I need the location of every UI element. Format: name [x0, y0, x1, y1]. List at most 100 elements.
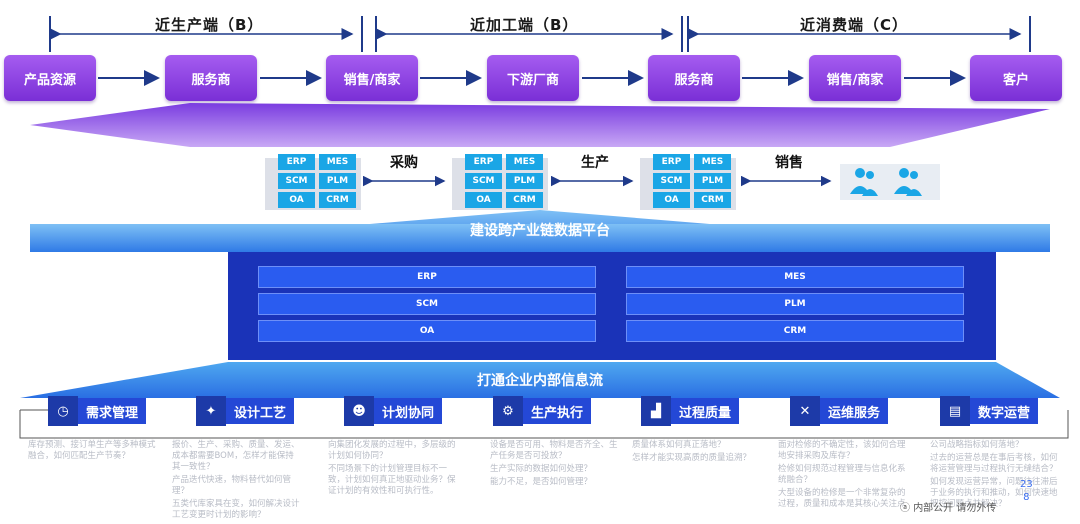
description-line: 向集团化发展的过程中，多层级的计划如何协同？ — [328, 440, 456, 461]
description-line: 公司战略指标如何落地？ — [930, 440, 1024, 450]
people-icon — [850, 168, 922, 196]
platform-cell-erp: ERP — [258, 266, 596, 288]
system-cell: PLM — [319, 173, 356, 189]
platform-cell-oa: OA — [258, 320, 596, 342]
platform-cell-crm: CRM — [626, 320, 964, 342]
system-cell: CRM — [694, 192, 731, 208]
description-line: 能力不足，是否如何管理？ — [490, 477, 593, 487]
chain-node-service-provider-2: 服务商 — [648, 55, 740, 101]
system-cell: MES — [694, 154, 731, 170]
machine-icon: ⚙ — [493, 396, 523, 426]
description-line: 怎样才能实现高质的质量追溯？ — [632, 453, 752, 463]
description-line: 检修如何规范过程管理与信息化系统融合？ — [778, 464, 906, 485]
description-line: 如何发现运营异常，问题往往滞后于业务的执行和推动，如何快速地把控问题点并解决？ — [930, 477, 1058, 509]
description-line: 报价、生产、采购、质量、发运、成本都需要BOM，怎样才能保持其一致性？ — [172, 440, 300, 472]
module-plan-coordination: ☻ 计划协同 — [344, 396, 443, 426]
system-cell: SCM — [653, 173, 690, 189]
module-label: 过程质量 — [671, 398, 740, 424]
system-cell: PLM — [694, 173, 731, 189]
flow-label-sales: 销售 — [775, 155, 803, 171]
chain-node-downstream-manufacturer: 下游厂商 — [487, 55, 579, 101]
internal-title: 打通企业内部信息流 — [477, 373, 603, 389]
page-number: 23 8 — [1020, 479, 1033, 503]
system-cell: MES — [506, 154, 543, 170]
flow-arrows — [363, 175, 832, 187]
system-cell: ERP — [653, 154, 690, 170]
customers-group — [840, 164, 940, 200]
description-line: 过去的运营总是在事后考核，如何将运营管理与过程执行无缝结合？ — [930, 453, 1058, 474]
description-line: 五类代库家具在变，如何解决设计工艺变更时计划的影响？ — [172, 499, 300, 520]
systems-card-2: ERP MES SCM PLM OA CRM — [452, 154, 548, 210]
description-execution: 设备是否可用、物料是否齐全、生产任务是否可投放？ 生产实际的数据如何处理？ 能力… — [490, 440, 618, 490]
segment-bracket-lines — [49, 16, 1031, 52]
watermark-text: 内部公开 请勿外传 — [913, 503, 997, 514]
systems-card-3: ERP MES SCM PLM OA CRM — [640, 154, 736, 210]
description-design: 报价、生产、采购、质量、发运、成本都需要BOM，怎样才能保持其一致性？ 产品迭代… — [172, 440, 300, 523]
chain-node-sales-merchant-2: 销售/商家 — [809, 55, 901, 101]
module-connector — [19, 409, 1069, 439]
factory-icon: ▟ — [641, 396, 671, 426]
description-ops: 面对检修的不确定性，该如何合理地安排采购及库存？ 检修如何规范过程管理与信息化系… — [778, 440, 906, 512]
chain-node-product-resource: 产品资源 — [4, 55, 96, 101]
clock-icon: ◷ — [48, 396, 78, 426]
system-cell: ERP — [465, 154, 502, 170]
system-cell: CRM — [319, 192, 356, 208]
description-plan: 向集团化发展的过程中，多层级的计划如何协同？ 不同场景下的计划管理目标不一致，计… — [328, 440, 456, 499]
chain-node-service-provider: 服务商 — [165, 55, 257, 101]
chain-node-sales-merchant: 销售/商家 — [326, 55, 418, 101]
module-label: 计划协同 — [374, 398, 443, 424]
description-line: 大型设备的检修是一个非常复杂的过程，质量和成本是其核心关注点 — [778, 488, 906, 509]
flow-label-production: 生产 — [581, 155, 609, 171]
flow-label-procurement: 采购 — [390, 155, 418, 171]
description-line: 产品迭代快速，物料替代如何管理？ — [172, 475, 292, 496]
register-icon: ▤ — [940, 396, 970, 426]
system-cell: OA — [653, 192, 690, 208]
segment-label-consumer: 近消费端（C） — [800, 16, 909, 34]
module-production-execution: ⚙ 生产执行 — [493, 396, 592, 426]
platform-cell-scm: SCM — [258, 293, 596, 315]
description-demand: 库存预测、接订单生产等多种模式融合，如何匹配生产节奏？ — [28, 440, 156, 464]
module-demand-management: ◷ 需求管理 — [48, 396, 147, 426]
platform-band — [30, 210, 1050, 252]
module-design-process: ✦ 设计工艺 — [196, 396, 295, 426]
module-label: 数字运营 — [970, 398, 1039, 424]
chain-arrows — [98, 70, 966, 86]
system-cell: ERP — [278, 154, 315, 170]
description-line: 面对检修的不确定性，该如何合理地安排采购及库存？ — [778, 440, 906, 461]
segment-label-processing: 近加工端（B） — [470, 16, 579, 34]
description-line: 不同场景下的计划管理目标不一致，计划如何真正地驱动业务？保证计划的有效性和可执行… — [328, 464, 456, 496]
systems-card-1: ERP MES SCM PLM OA CRM — [265, 154, 361, 210]
module-label: 需求管理 — [78, 398, 147, 424]
description-quality: 质量体系如何真正落地？ 怎样才能实现高质的质量追溯？ — [632, 440, 760, 466]
data-platform: ERP MES SCM PLM OA CRM — [228, 252, 996, 360]
tools-icon: ✕ — [790, 396, 820, 426]
platform-cell-mes: MES — [626, 266, 964, 288]
module-ops-service: ✕ 运维服务 — [790, 396, 889, 426]
module-label: 生产执行 — [523, 398, 592, 424]
module-label: 运维服务 — [820, 398, 889, 424]
system-cell: CRM — [506, 192, 543, 208]
platform-cell-plm: PLM — [626, 293, 964, 315]
funnel-wedge — [30, 103, 1050, 147]
module-digital-operations: ▤ 数字运营 — [940, 396, 1039, 426]
watermark: ⓐ 内部公开 请勿外传 — [900, 499, 996, 514]
description-line: 生产实际的数据如何处理？ — [490, 464, 593, 474]
description-line: 设备是否可用、物料是否齐全、生产任务是否可投放？ — [490, 440, 618, 461]
system-cell: OA — [465, 192, 502, 208]
system-cell: SCM — [278, 173, 315, 189]
module-label: 设计工艺 — [226, 398, 295, 424]
description-line: 质量体系如何真正落地？ — [632, 440, 726, 450]
system-cell: PLM — [506, 173, 543, 189]
module-process-quality: ▟ 过程质量 — [641, 396, 740, 426]
chain-node-customer: 客户 — [970, 55, 1062, 101]
info-icon: ⓐ — [900, 503, 914, 514]
team-icon: ☻ — [344, 396, 374, 426]
description-digital: 公司战略指标如何落地？ 过去的运营总是在事后考核，如何将运营管理与过程执行无缝结… — [930, 440, 1058, 512]
platform-title: 建设跨产业链数据平台 — [470, 223, 610, 239]
system-cell: OA — [278, 192, 315, 208]
handshake-icon: ✦ — [196, 396, 226, 426]
system-cell: SCM — [465, 173, 502, 189]
internal-band — [20, 362, 1060, 398]
segment-label-production: 近生产端（B） — [155, 16, 264, 34]
system-cell: MES — [319, 154, 356, 170]
